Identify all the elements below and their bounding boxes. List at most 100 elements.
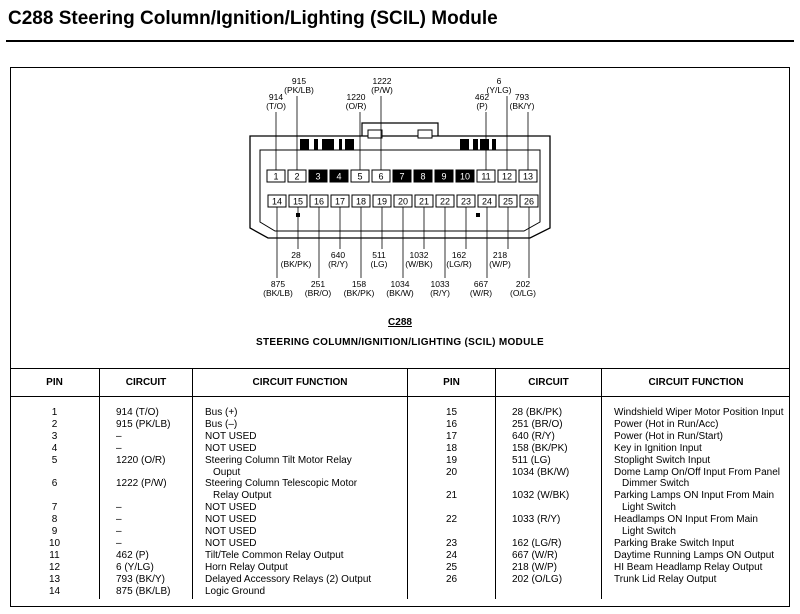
svg-text:5: 5 [357, 172, 362, 182]
svg-text:(BK/LB): (BK/LB) [263, 288, 293, 298]
pin-number [409, 526, 494, 538]
svg-text:20: 20 [398, 197, 408, 207]
svg-text:1: 1 [273, 172, 278, 182]
circuit-function: NOT USED [205, 514, 257, 526]
svg-text:17: 17 [335, 197, 345, 207]
svg-text:667: 667 [474, 279, 488, 289]
circuit-function: NOT USED [205, 502, 257, 514]
right-circuit-column: 28 (BK/PK)251 (BR/O)640 (R/Y)158 (BK/PK)… [495, 396, 602, 599]
svg-text:22: 22 [440, 197, 450, 207]
circuit-function: NOT USED [205, 537, 257, 549]
circuit-function: Windshield Wiper Motor Position Input [614, 407, 784, 418]
wire-label: 1220(O/R) [346, 92, 367, 111]
circuit-id: 28 (BK/PK) [512, 407, 563, 418]
circuit-id: 202 (O/LG) [512, 573, 563, 585]
svg-text:1033: 1033 [431, 279, 450, 289]
pin-number: 13 [48, 573, 61, 585]
connector-cavity-bottom: 15 [288, 194, 308, 208]
circuit-id: – [116, 442, 122, 454]
pin-number: 10 [48, 537, 61, 549]
connector-cavity-top: 11 [476, 169, 496, 183]
pin-table: PIN CIRCUIT CIRCUIT FUNCTION PIN CIRCUIT… [10, 368, 790, 599]
svg-text:6: 6 [378, 172, 383, 182]
wire-label: 202(O/LG) [510, 279, 536, 298]
title-rule [6, 40, 794, 42]
svg-text:511: 511 [372, 250, 386, 260]
svg-text:(P/W): (P/W) [371, 85, 393, 95]
connector-cavity-top: 4 [329, 169, 349, 183]
pin-number: 8 [51, 514, 58, 526]
pin-number: 20 [445, 466, 458, 478]
circuit-id: 640 (R/Y) [512, 430, 555, 442]
svg-text:1034: 1034 [391, 279, 410, 289]
svg-text:251: 251 [311, 279, 325, 289]
polarity-mark [476, 213, 480, 217]
circuit-id [116, 467, 191, 479]
circuit-function: Key in Ignition Input [614, 442, 702, 454]
svg-text:12: 12 [502, 172, 512, 182]
svg-text:793: 793 [515, 92, 529, 102]
connector-cavity-bottom: 26 [519, 194, 539, 208]
connector-cavity-bottom: 25 [498, 194, 518, 208]
svg-text:26: 26 [524, 197, 534, 207]
connector-cavity-bottom: 17 [330, 194, 350, 208]
circuit-id: 1033 (R/Y) [512, 514, 561, 526]
circuit-function: Parking Lamps ON Input From Main [614, 490, 775, 502]
wire-label: 793(BK/Y) [509, 92, 534, 111]
pin-number [11, 467, 98, 479]
circuit-id: 511 (LG) [512, 454, 551, 466]
wire-label: 251(BR/O) [305, 279, 332, 298]
connector-cavity-top: 5 [350, 169, 370, 183]
pin-number: 14 [48, 585, 61, 597]
svg-text:(O/R): (O/R) [346, 101, 367, 111]
svg-text:1220: 1220 [347, 92, 366, 102]
svg-text:(W/P): (W/P) [489, 259, 511, 269]
header-circuit: CIRCUIT [99, 368, 193, 397]
svg-text:640: 640 [331, 250, 345, 260]
circuit-id [512, 502, 600, 514]
wire-label: 915(PK/LB) [284, 76, 314, 95]
circuit-id: 462 (P) [116, 549, 149, 561]
pin-number: 11 [49, 549, 60, 561]
svg-text:158: 158 [352, 279, 366, 289]
svg-text:4: 4 [336, 172, 341, 182]
circuit-function: NOT USED [205, 526, 257, 538]
pin-number: 25 [445, 561, 458, 573]
connector-cavity-top: 1 [266, 169, 286, 183]
header-circuit-function-2: CIRCUIT FUNCTION [601, 368, 790, 397]
circuit-function: NOT USED [205, 442, 257, 454]
circuit-function: Horn Relay Output [205, 561, 288, 573]
connector-cavity-top: 7 [392, 169, 412, 183]
wire-label: 158(BK/PK) [344, 279, 375, 298]
svg-text:(R/Y): (R/Y) [328, 259, 348, 269]
svg-text:1032: 1032 [410, 250, 429, 260]
circuit-id: 793 (BK/Y) [116, 573, 165, 585]
circuit-function: Steering Column Telescopic Motor [205, 478, 358, 490]
circuit-id: 158 (BK/PK) [512, 442, 568, 454]
svg-text:(BK/PK): (BK/PK) [344, 288, 375, 298]
circuit-function: Power (Hot in Run/Start) [614, 430, 723, 442]
wire-label: 162(LG/R) [446, 250, 472, 269]
circuit-function: Stoplight Switch Input [614, 454, 711, 466]
circuit-id: – [116, 526, 122, 538]
svg-text:24: 24 [482, 197, 492, 207]
connector-cavity-top: 12 [497, 169, 517, 183]
svg-text:6: 6 [497, 76, 502, 86]
header-pin-2: PIN [407, 368, 496, 397]
svg-text:8: 8 [420, 172, 425, 182]
circuit-id: – [116, 430, 122, 442]
wire-label: 511(LG) [371, 250, 388, 269]
svg-text:202: 202 [516, 279, 530, 289]
svg-text:23: 23 [461, 197, 471, 207]
connector-cavity-top: 6 [371, 169, 391, 183]
connector-cavity-top: 9 [434, 169, 454, 183]
svg-text:3: 3 [315, 172, 320, 182]
circuit-id: 251 (BR/O) [512, 418, 563, 430]
pin-number: 18 [445, 442, 458, 454]
connector-cavity-bottom: 19 [372, 194, 392, 208]
circuit-id [512, 526, 600, 538]
svg-text:(P): (P) [476, 101, 488, 111]
